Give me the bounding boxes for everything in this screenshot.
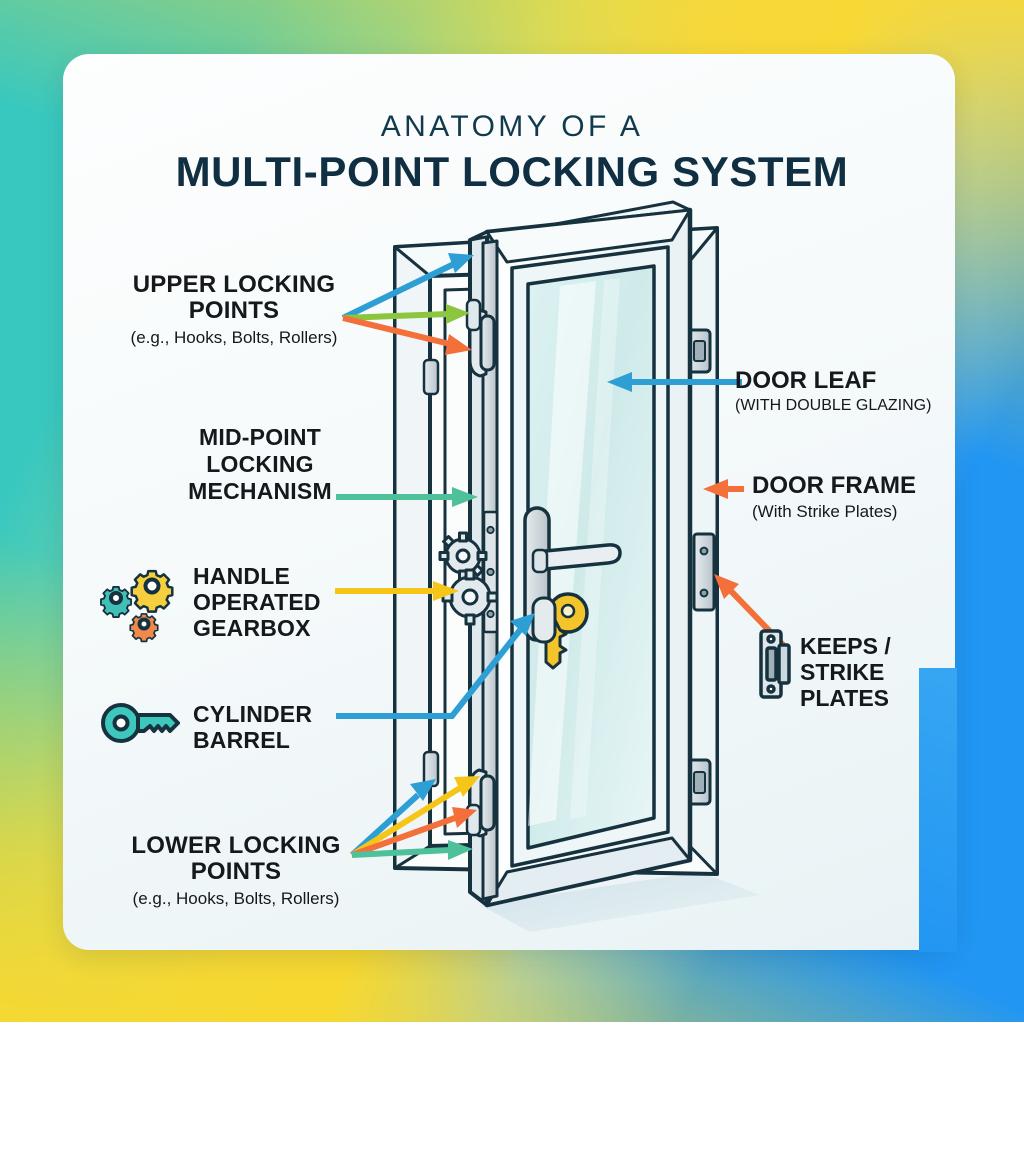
label-door-leaf: DOOR LEAF (WITH DOUBLE GLAZING) — [735, 368, 965, 415]
label-line: OPERATED — [193, 588, 321, 615]
label-line: POINTS — [190, 857, 282, 885]
label-lower-locking-points: LOWER LOCKING POINTS (e.g., Hooks, Bolts… — [98, 833, 374, 908]
label-line: CYLINDER — [193, 701, 313, 727]
label-sub: (With Strike Plates) — [752, 501, 898, 521]
page-title: MULTI-POINT LOCKING SYSTEM — [175, 148, 849, 195]
label-cylinder-barrel: CYLINDER BARREL — [193, 702, 383, 754]
gears-icon — [100, 558, 186, 643]
label-line: POINTS — [188, 296, 280, 324]
bottom-white-band — [0, 1022, 1024, 1154]
label-line: MECHANISM — [188, 477, 332, 504]
label-keeps-strike-plates: KEEPS / STRIKE PLATES — [800, 634, 940, 711]
label-line: BARREL — [193, 726, 291, 753]
label-line: GEARBOX — [193, 614, 311, 641]
label-line: LOWER LOCKING — [131, 832, 341, 859]
label-sub: (WITH DOUBLE GLAZING) — [735, 396, 932, 414]
key-icon — [100, 700, 184, 746]
card-edge-notch — [919, 668, 957, 952]
label-mid-point-locking-mechanism: MID-POINT LOCKING MECHANISM — [150, 425, 370, 505]
strike-plate-icon — [758, 628, 792, 700]
label-line: MID-POINT — [199, 424, 321, 450]
label-door-frame: DOOR FRAME (With Strike Plates) — [752, 473, 972, 521]
label-line: DOOR LEAF — [735, 367, 877, 394]
label-line: DOOR FRAME — [752, 472, 916, 499]
label-line: LOCKING — [206, 450, 314, 477]
label-line: HANDLE — [193, 563, 291, 589]
label-sub: (e.g., Hooks, Bolts, Rollers) — [130, 327, 338, 347]
label-upper-locking-points: UPPER LOCKING POINTS (e.g., Hooks, Bolts… — [96, 272, 372, 347]
label-line: UPPER LOCKING — [132, 271, 336, 298]
label-sub: (e.g., Hooks, Bolts, Rollers) — [132, 888, 340, 908]
label-line: KEEPS / — [800, 633, 891, 659]
label-handle-operated-gearbox: HANDLE OPERATED GEARBOX — [193, 564, 383, 641]
label-line: STRIKE — [800, 658, 885, 685]
title-subline: ANATOMY OF A — [380, 110, 644, 143]
label-line: PLATES — [800, 684, 890, 711]
